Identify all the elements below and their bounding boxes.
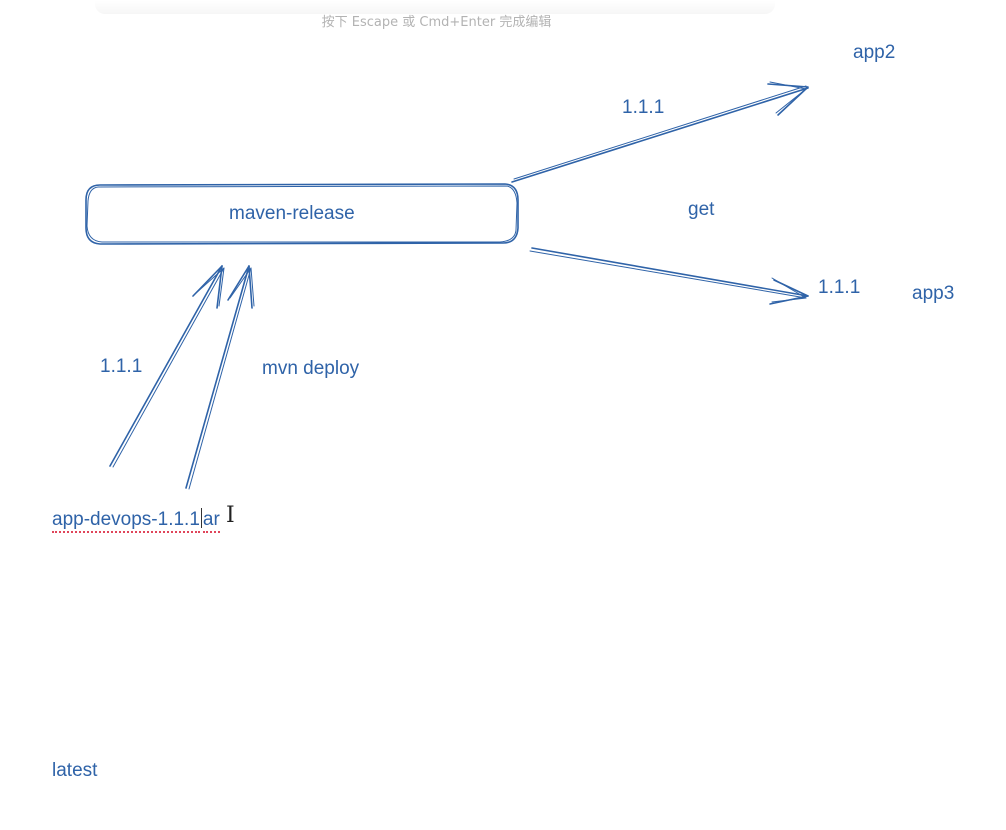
- text-cursor-icon: I: [226, 503, 235, 528]
- arrow-to-app2-head-sketch: [769, 81, 807, 114]
- version-label-left: 1.1.1: [100, 356, 143, 377]
- version-label-bottom-right: 1.1.1: [818, 277, 861, 298]
- arrow-deploy-up-head: [227, 265, 253, 309]
- arrow-to-app3-head-sketch: [771, 277, 807, 303]
- arrow-left-up-head-sketch: [194, 267, 225, 307]
- arrow-to-app2-sketch: [513, 85, 807, 180]
- arrow-deploy-up: [185, 265, 250, 489]
- text-caret: [200, 508, 202, 528]
- arrow-to-app3: [531, 247, 809, 297]
- arrow-deploy-up-sketch: [188, 267, 252, 490]
- editing-text-before-caret: app-devops-1.1.1: [52, 509, 200, 533]
- maven-release-box[interactable]: [85, 183, 519, 245]
- latest-label: latest: [52, 760, 98, 781]
- version-label-top-right: 1.1.1: [622, 97, 665, 118]
- get-label: get: [688, 199, 715, 220]
- app3-label: app3: [912, 283, 955, 304]
- toolbar-edge: [95, 0, 775, 14]
- arrow-to-app3-sketch: [529, 250, 807, 299]
- arrow-left-up-head: [192, 265, 223, 309]
- arrow-left-up-sketch: [112, 267, 225, 468]
- app2-label: app2: [853, 42, 896, 63]
- maven-release-label: maven-release: [229, 203, 355, 224]
- arrow-deploy-up-head-sketch: [229, 267, 255, 307]
- arrow-left-up: [109, 265, 223, 467]
- edit-hint: 按下 Escape 或 Cmd+Enter 完成编辑: [321, 15, 552, 30]
- editing-text-after-caret: ar: [202, 509, 220, 533]
- arrow-to-app2: [511, 87, 809, 183]
- arrow-to-app2-head: [767, 83, 809, 116]
- mvn-deploy-label: mvn deploy: [262, 358, 360, 379]
- maven-release-box-sketch: [86, 185, 518, 243]
